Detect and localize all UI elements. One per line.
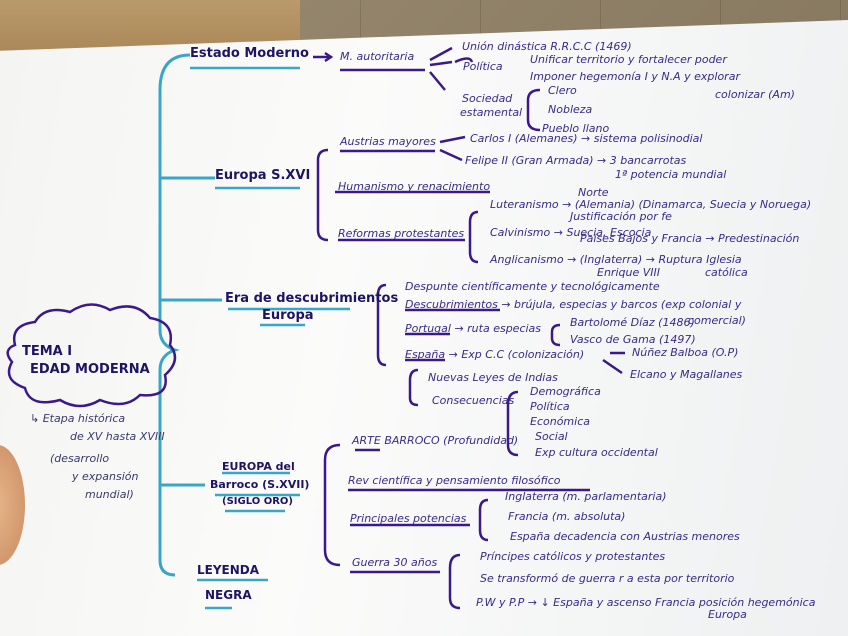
era-e4a: Núñez Balboa (O.P) (632, 346, 738, 359)
europa-reformas: Reformas protestantes (338, 227, 464, 240)
era-c1: Demográfica (530, 385, 601, 398)
europa-felipe2: 1ª potencia mundial (615, 168, 726, 181)
barroco-g1: Príncipes católicos y protestantes (480, 550, 665, 563)
era-cons: Consecuencias (432, 394, 514, 407)
intro-5: mundial) (85, 488, 134, 501)
era-c2: Política (530, 400, 570, 413)
europa-austrias: Austrias mayores (340, 135, 436, 148)
era-e1: Despunte científicamente y tecnológicame… (405, 280, 660, 293)
barroco-t2: Barroco (S.XVII) (210, 478, 309, 491)
europa-humanismo: Humanismo y renacimiento (338, 180, 490, 193)
estado-union: Unión dinástica R.R.C.C (1469) (462, 40, 632, 53)
era-e3: Portugal → ruta especias (405, 322, 541, 335)
estado-s2: Nobleza (548, 103, 592, 116)
europa-luter2: Justificación por fe (570, 210, 672, 223)
europa-felipe: Felipe II (Gran Armada) → 3 bancarrotas (465, 154, 686, 167)
estado-p2: Imponer hegemonía I y N.A y explorar (530, 70, 740, 83)
estado-p1: Unificar territorio y fortalecer poder (530, 53, 727, 66)
leyenda-l1: LEYENDA (197, 563, 259, 577)
europa-angl3: católica (705, 266, 748, 279)
estado-title: Estado Moderno (190, 46, 309, 61)
estado-soc1: Sociedad (462, 92, 512, 105)
era-c5: Exp cultura occidental (535, 446, 658, 459)
europa-carlos: Carlos I (Alemanes) → sistema polisinodi… (470, 132, 702, 145)
intro-1: ↳ Etapa histórica (30, 412, 125, 425)
era-e3a: Bartolomé Díaz (1486) (570, 316, 695, 329)
barroco-pp2: Francia (m. absoluta) (508, 510, 625, 523)
era-e4b: Elcano y Magallanes (630, 368, 742, 381)
era-e2b: comercial) (688, 314, 746, 327)
intro-3: (desarrollo (50, 452, 109, 465)
barroco-g4: Europa (708, 608, 747, 621)
barroco-t3: (SIGLO ORO) (222, 496, 293, 507)
europa-calv2: Países Bajos y Francia → Predestinación (580, 232, 799, 245)
intro-4: y expansión (72, 470, 138, 483)
estado-soc2: estamental (460, 106, 522, 119)
estado-p3: colonizar (Am) (715, 88, 795, 101)
cloud-title-1: TEMA I (22, 344, 72, 359)
europa-angl2: Enrique VIII (597, 266, 660, 279)
estado-politica: Política (463, 60, 503, 73)
intro-2: de XV hasta XVIII (70, 430, 165, 443)
europa-angl: Anglicanismo → (Inglaterra) → Ruptura Ig… (490, 253, 742, 266)
estado-s1: Clero (548, 84, 577, 97)
barroco-pp1: Inglaterra (m. parlamentaria) (505, 490, 667, 503)
era-c4: Social (535, 430, 568, 443)
barroco-pp3: España decadencia con Austrias menores (510, 530, 740, 543)
barroco-g3: P.W y P.P → ↓ España y ascenso Francia p… (476, 596, 815, 609)
barroco-rev: Rev científica y pensamiento filosófico (348, 474, 561, 487)
europa-title: Europa S.XVI (215, 168, 310, 183)
estado-m: M. autoritaria (340, 50, 414, 63)
era-e2: Descubrimientos → brújula, especias y ba… (405, 298, 741, 311)
era-title-1: Era de descubrimientos (225, 291, 398, 306)
leyenda-l2: NEGRA (205, 588, 252, 602)
era-e3b: Vasco de Gama (1497) (570, 333, 696, 346)
era-e4: España → Exp C.C (colonización) (405, 348, 584, 361)
era-title-2: Europa (262, 308, 314, 323)
barroco-guerra: Guerra 30 años (352, 556, 437, 569)
barroco-t1: EUROPA del (222, 460, 295, 473)
barroco-arte: ARTE BARROCO (Profundidad) (352, 434, 518, 447)
barroco-g2: Se transformó de guerra r a esta por ter… (480, 572, 734, 585)
cloud-title-2: EDAD MODERNA (30, 362, 150, 377)
era-leyes: Nuevas Leyes de Indias (428, 371, 558, 384)
era-c3: Económica (530, 415, 590, 428)
barroco-prin: Principales potencias (350, 512, 466, 525)
